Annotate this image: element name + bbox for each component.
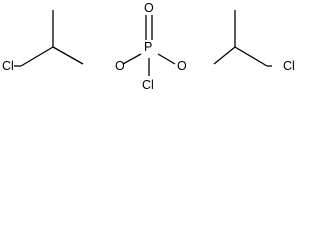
atom-o-double: O [144, 1, 154, 15]
atom-p: P [144, 40, 152, 54]
bond-o-left-p [122, 53, 142, 65]
atom-o-left: O [115, 59, 125, 73]
atom-cl-right: Cl [283, 59, 295, 73]
atom-o-right: O [177, 59, 187, 73]
bond-o-right-ch [213, 46, 236, 65]
bond-ch-ch2-right [234, 46, 268, 67]
bond-ch2-ch-left [20, 46, 54, 67]
bond-p-o-right [157, 53, 176, 65]
chemical-structure: Cl O P O Cl O Cl [2, 1, 295, 92]
bond-ch-o-left [52, 46, 84, 65]
atom-cl-center: Cl [142, 78, 154, 92]
atom-cl-left: Cl [2, 59, 14, 73]
